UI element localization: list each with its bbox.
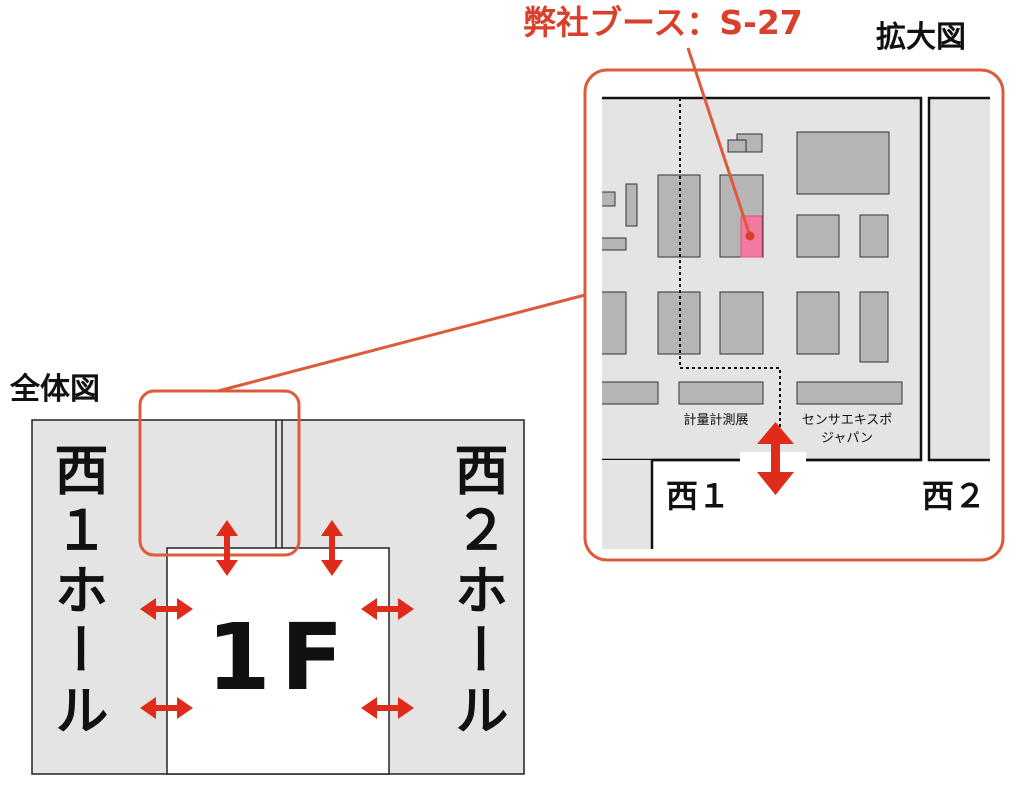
booth-title: 弊社ブース：S-27: [523, 3, 803, 42]
zoom-title: 拡大図: [876, 20, 966, 55]
west2-hall-label: 西２ホール: [445, 442, 508, 742]
zoom-entrance-arrow: [757, 422, 794, 495]
route-dotted-line: [679, 98, 781, 440]
west1-hall-label: 西１ホール: [45, 442, 108, 742]
floor-label: 1F: [206, 604, 354, 711]
zoom-west2-floor: [927, 96, 990, 462]
floor-1f-block: [166, 547, 390, 775]
booth-pointer-line: [686, 47, 752, 237]
arrow-horizontal-left-2: [140, 697, 193, 719]
arrow-vertical-2: [321, 520, 343, 576]
arrow-horizontal-right-2: [361, 697, 414, 719]
arrow-horizontal-right-1: [361, 598, 414, 620]
zoom-west2-label: 西２: [922, 477, 987, 515]
overview-title: 全体図: [10, 372, 100, 407]
zoom-connector-line: [217, 293, 586, 393]
zoom-area-label-2b: ジャパン: [820, 431, 873, 446]
zoom-area-label-2a: センサエキスポ: [801, 413, 893, 428]
zoom-west1-label: 西１: [666, 477, 731, 515]
overview-entrance-arrows: [140, 520, 414, 719]
arrow-vertical-1: [216, 520, 238, 576]
booth-pointer-dot: [745, 231, 755, 241]
arrow-horizontal-left-1: [140, 598, 193, 620]
zoom-area-label-1: 計量計測展: [683, 413, 749, 428]
